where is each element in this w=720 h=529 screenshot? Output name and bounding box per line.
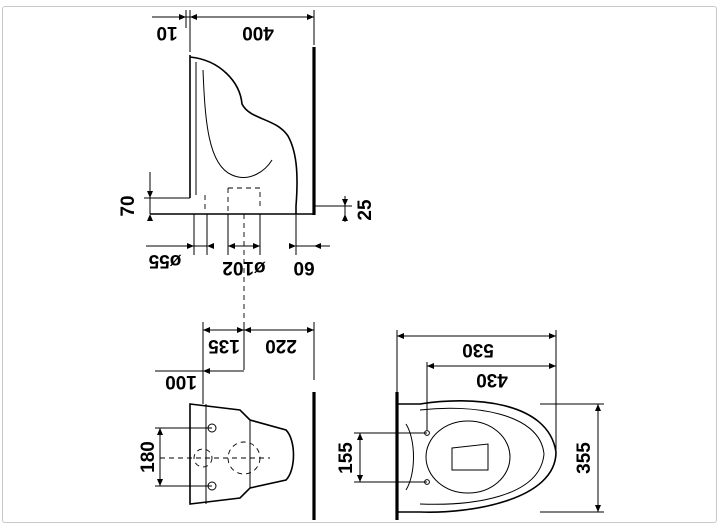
dim-135: 135 [208, 335, 240, 356]
arrow [187, 243, 214, 249]
dim-10: 10 [156, 22, 177, 43]
top-drain [451, 443, 489, 471]
bowl-outline [189, 56, 298, 214]
dim-180: 180 [138, 441, 159, 473]
dim-100: 100 [165, 371, 197, 392]
dim-102: ø102 [222, 257, 265, 278]
dim-155: 155 [336, 442, 357, 474]
dim-60: 60 [293, 257, 314, 278]
arrow [147, 191, 153, 221]
dim-355: 355 [574, 442, 595, 474]
top-rim [419, 407, 545, 505]
rear-outline [189, 403, 295, 505]
top-mount [405, 423, 414, 491]
arrow [289, 243, 321, 249]
arrow [228, 243, 260, 249]
top-outline [397, 400, 557, 513]
top-view: 530 430 355 155 [336, 330, 604, 520]
dim-220: 220 [265, 335, 297, 356]
side-view: 400 10 ø55 ø102 60 70 25 [118, 10, 376, 370]
dim-400: 400 [242, 22, 274, 43]
dim-430: 430 [476, 369, 508, 390]
rear-view: 135 220 100 180 [138, 322, 316, 520]
arrow [157, 428, 163, 486]
dim-55: ø55 [148, 250, 181, 271]
outlet-hidden [204, 187, 261, 214]
dim-25: 25 [355, 199, 376, 221]
outlet-small-icon [193, 448, 213, 468]
arrow [203, 368, 210, 374]
arrow [342, 199, 348, 221]
dim-70: 70 [118, 195, 139, 216]
top-bowl [425, 420, 511, 494]
bowl-inner [202, 69, 273, 178]
dim-530: 530 [462, 339, 494, 360]
